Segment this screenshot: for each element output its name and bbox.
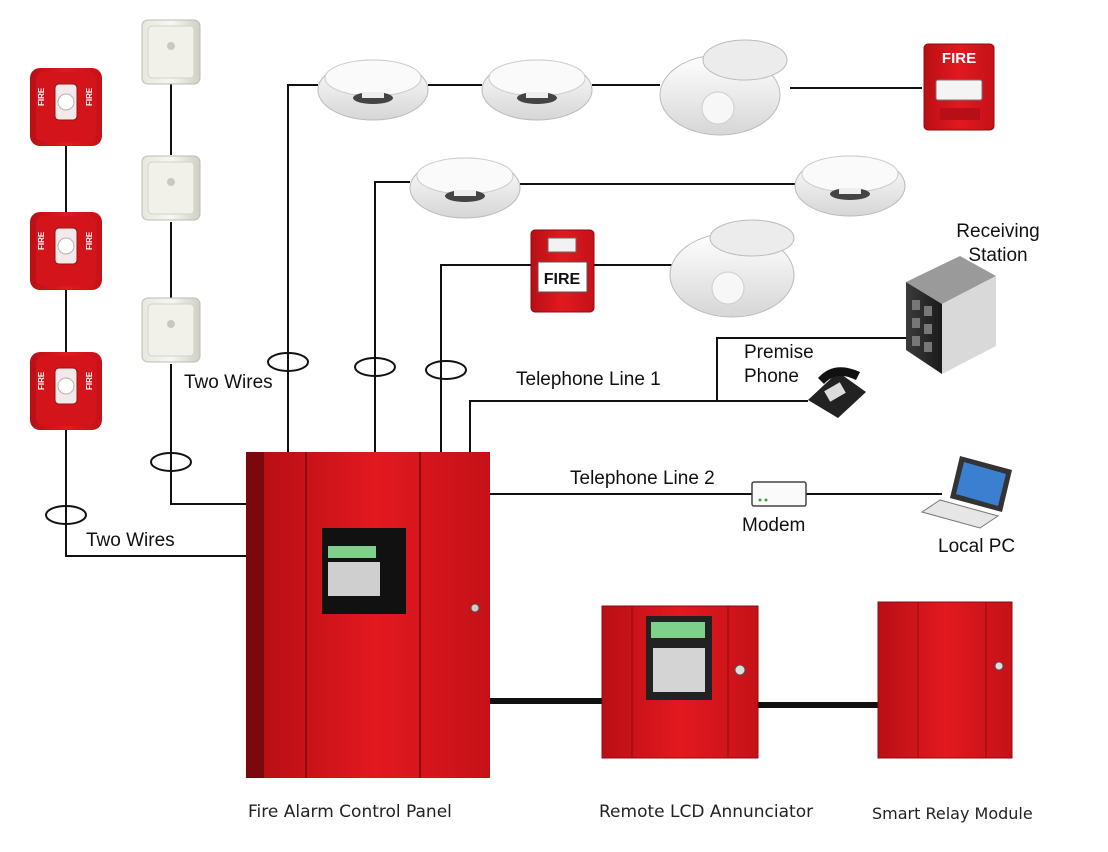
receiving-station-label-line1: Receiving xyxy=(956,221,1040,242)
fire-alarm-control-panel xyxy=(246,452,490,778)
strobe-fire-text: FIRE xyxy=(85,371,94,390)
detector-loop-2-wire xyxy=(374,181,795,452)
strobe-horn-icon: FIRE FIRE xyxy=(30,212,102,290)
speaker-loop-wire xyxy=(170,82,248,505)
smoke-detector-icon xyxy=(481,59,593,121)
telephone-line-1-label: Telephone Line 1 xyxy=(516,369,661,390)
detector-loop-1-wire xyxy=(287,84,922,452)
pull-station-fire-text: FIRE xyxy=(942,50,976,67)
wire-oval xyxy=(267,352,309,372)
pull-station-fire-text: FIRE xyxy=(544,271,581,288)
wire-oval xyxy=(150,452,192,472)
strobe-horn-icon: FIRE FIRE xyxy=(30,68,102,146)
wire-oval xyxy=(45,505,87,525)
local-pc-label: Local PC xyxy=(938,536,1016,557)
telephone-line-1-wire xyxy=(469,337,906,452)
laptop-icon xyxy=(920,456,1012,529)
strobe-fire-text: FIRE xyxy=(37,231,46,250)
receiving-station-label-line2: Station xyxy=(968,245,1028,266)
modem-icon xyxy=(751,481,807,507)
wire-oval xyxy=(354,357,396,377)
premise-phone-label-line2: Phone xyxy=(744,366,799,387)
ceiling-speaker-icon xyxy=(141,297,201,363)
ceiling-speaker-icon xyxy=(141,155,201,221)
strobe-fire-text: FIRE xyxy=(37,371,46,390)
smoke-detector-icon xyxy=(409,157,521,219)
pull-station-icon: FIRE xyxy=(530,229,595,313)
strobe-loop-wire xyxy=(65,145,248,557)
bus-cables xyxy=(484,698,878,708)
two-wires-label-bottom: Two Wires xyxy=(86,530,175,551)
remote-lcd-annunciator xyxy=(601,605,759,759)
wire-oval xyxy=(425,360,467,380)
strobe-horn-icon: FIRE FIRE xyxy=(30,352,102,430)
strobe-fire-text: FIRE xyxy=(85,87,94,106)
strobe-fire-text: FIRE xyxy=(85,231,94,250)
smoke-detector-icon xyxy=(659,39,788,136)
annunciator-caption: Remote LCD Annunciator xyxy=(599,802,814,822)
server-icon xyxy=(906,256,996,374)
strobe-fire-text: FIRE xyxy=(37,87,46,106)
relay-module-caption: Smart Relay Module xyxy=(872,804,1033,823)
smart-relay-module xyxy=(877,601,1013,759)
premise-phone-label-line1: Premise xyxy=(744,342,814,363)
telephone-line-2-label: Telephone Line 2 xyxy=(570,468,715,489)
detector-loop-3-wire xyxy=(440,264,672,452)
modem-label: Modem xyxy=(742,515,806,536)
smoke-detector-icon xyxy=(317,59,429,121)
wiring xyxy=(45,82,942,557)
smoke-detector-icon xyxy=(794,155,906,217)
smoke-detector-icon xyxy=(669,219,795,318)
two-wires-label-top: Two Wires xyxy=(184,372,273,393)
telephone-icon xyxy=(808,367,866,418)
ceiling-speaker-icon xyxy=(141,19,201,85)
pull-station-icon: FIRE xyxy=(923,43,995,131)
control-panel-caption: Fire Alarm Control Panel xyxy=(248,802,452,822)
